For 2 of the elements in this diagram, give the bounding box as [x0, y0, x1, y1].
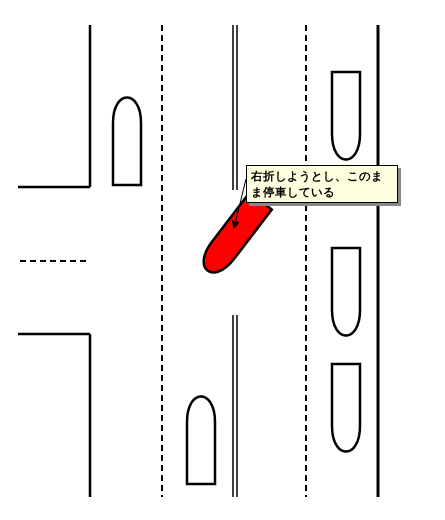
leader-line — [232, 178, 246, 229]
callout-box: 右折しようとし、このまま停車している — [246, 165, 398, 203]
